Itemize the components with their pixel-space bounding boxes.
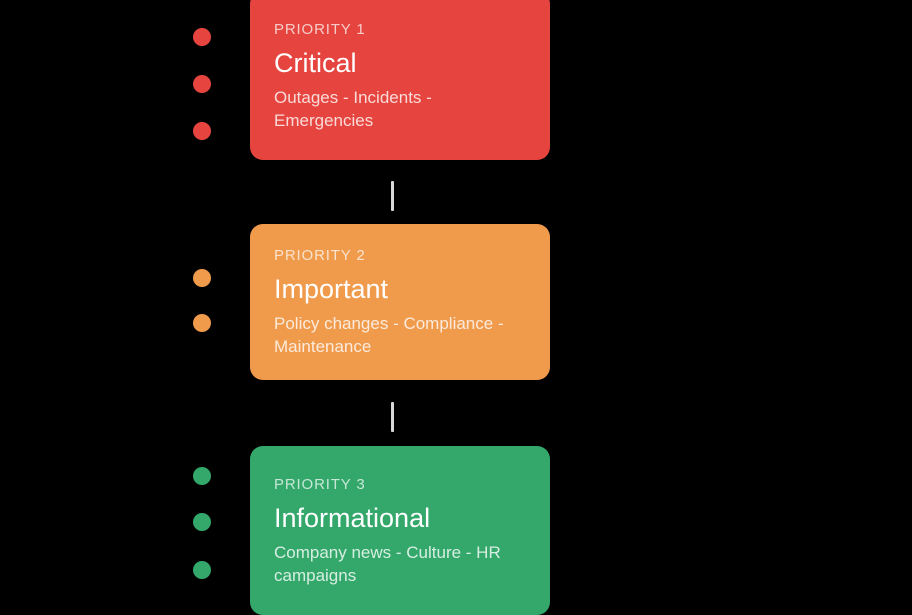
priority-card-informational[interactable]: PRIORITY 3 Informational Company news - … — [250, 446, 550, 615]
priority-1-dot-1 — [193, 28, 211, 46]
priority-3-dot-2 — [193, 513, 211, 531]
priority-2-dot-1 — [193, 269, 211, 287]
priority-1-description: Outages - Incidents - Emergencies — [274, 87, 432, 130]
priority-1-dot-3 — [193, 122, 211, 140]
priority-2-description: Policy changes - Compliance - Maintenanc… — [274, 314, 504, 356]
priority-1-eyebrow: PRIORITY 1 — [274, 20, 366, 38]
priority-3-dot-1 — [193, 467, 211, 485]
connector-priority-2-to-3 — [391, 402, 394, 432]
priority-1-dot-2 — [193, 75, 211, 93]
priority-3-description: Company news - Culture - HR campaigns — [274, 542, 501, 585]
priority-2-eyebrow: PRIORITY 2 — [274, 247, 366, 264]
priority-3-title: Informational — [274, 502, 431, 533]
priority-card-important[interactable]: PRIORITY 2 Important Policy changes - Co… — [250, 224, 550, 380]
connector-priority-1-to-2 — [391, 181, 394, 211]
priority-1-title: Critical — [274, 47, 357, 78]
priority-2-title: Important — [274, 274, 389, 304]
priority-3-eyebrow: PRIORITY 3 — [274, 475, 366, 493]
priority-card-critical[interactable]: PRIORITY 1 Critical Outages - Incidents … — [250, 0, 550, 160]
priority-2-dot-2 — [193, 314, 211, 332]
priority-3-dot-3 — [193, 561, 211, 579]
